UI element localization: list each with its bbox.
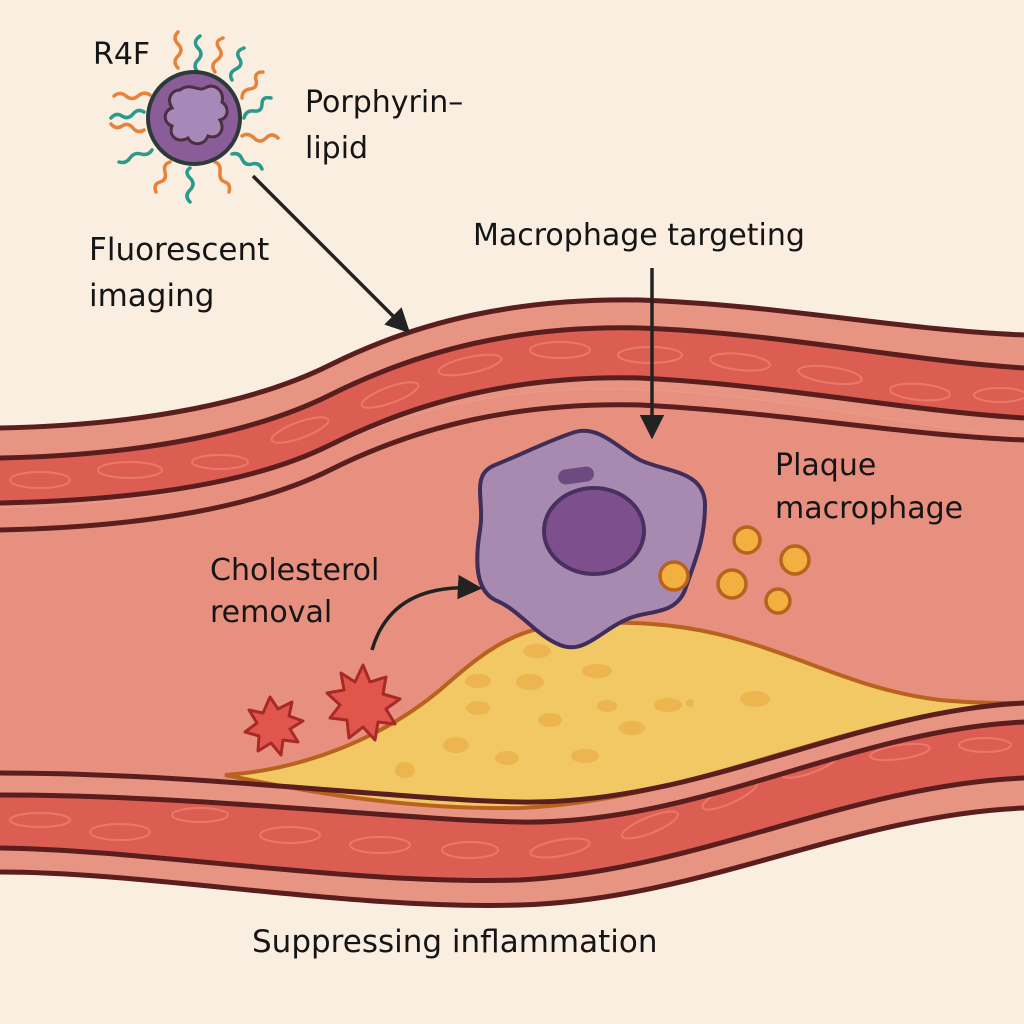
porphyrin-lipid-label-line2: lipid: [305, 131, 368, 166]
r4f-nanoparticle: [109, 30, 280, 204]
wall-lines-bottom: [0, 700, 1024, 908]
labels: R4F Porphyrin– lipid Fluorescent imaging…: [89, 37, 963, 960]
wall-lines-top: [0, 297, 1024, 533]
vessel-wall-top: [0, 297, 1024, 533]
lipid-droplets: [716, 525, 811, 615]
plaque-body: [224, 620, 1024, 811]
macrophage-cell: [475, 428, 708, 650]
ingested-lipid-droplet: [658, 560, 690, 592]
suppressing-inflammation-label: Suppressing inflammation: [252, 924, 657, 960]
r4f-label: R4F: [93, 37, 150, 72]
inflammatory-star-large: [325, 663, 402, 742]
cholesterol-removal-label-line1: Cholesterol: [210, 553, 379, 588]
plaque-macrophage-label-line2: macrophage: [775, 491, 963, 526]
imaging-arrow: [251, 174, 411, 334]
fluorescent-imaging-label-line1: Fluorescent: [89, 232, 269, 268]
muscle-cells-top: [9, 341, 1024, 489]
cholesterol-removal-arrow: [370, 574, 483, 651]
macrophage-organelle: [558, 466, 594, 485]
plaque-spots: @: [395, 644, 770, 778]
fluorescent-imaging-label-line2: imaging: [89, 278, 214, 314]
plaque-macrophage-label-line1: Plaque: [775, 448, 876, 483]
porphyrin-core: [163, 84, 229, 146]
macrophage-nucleus: [542, 486, 646, 576]
inflammatory-star-small: [243, 695, 305, 757]
cholesterol-removal-label-line2: removal: [210, 595, 332, 630]
porphyrin-lipid-label-line1: Porphyrin–: [305, 85, 463, 120]
inflammatory-cells: [243, 663, 402, 757]
media-layer-top: [0, 327, 1024, 503]
media-layer-bottom: [0, 722, 1024, 881]
lipid-tails: [109, 30, 280, 204]
atherosclerotic-plaque: @: [224, 620, 1024, 811]
macrophage-targeting-label: Macrophage targeting: [473, 218, 805, 253]
